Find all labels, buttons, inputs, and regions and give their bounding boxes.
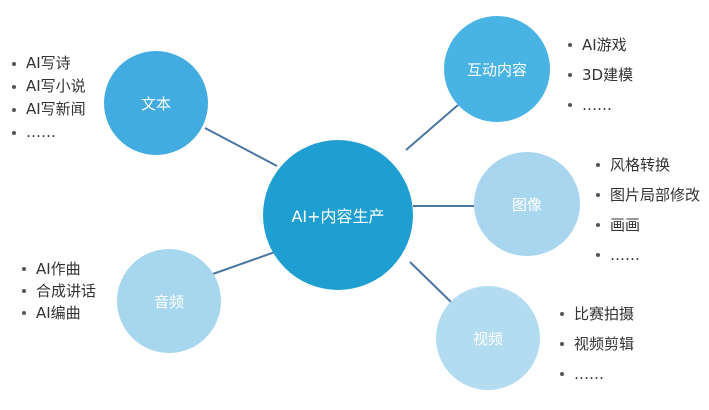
audio-node-label: 音频 [153, 292, 184, 311]
text-node-label: 文本 [140, 94, 171, 113]
list-item: AI写诗 [10, 52, 86, 75]
list-item: 风格转换 [594, 150, 700, 180]
video-node-label: 视频 [472, 329, 503, 348]
connector-video [409, 261, 453, 304]
image-node: 图像 [474, 152, 580, 256]
list-item: …… [10, 121, 86, 144]
list-item: AI写新闻 [10, 98, 86, 121]
audio-node: 音频 [117, 249, 221, 353]
connector-audio [209, 251, 276, 276]
list-item: …… [558, 359, 634, 389]
list-item: AI写小说 [10, 75, 86, 98]
center-node: AI+内容生产 [263, 140, 413, 290]
text-item-list: AI写诗 AI写小说 AI写新闻 …… [10, 52, 86, 144]
list-item: …… [566, 90, 633, 120]
image-item-list: 风格转换 图片局部修改 画画 …… [594, 150, 700, 270]
video-item-list: 比赛拍摄 视频剪辑 …… [558, 299, 634, 389]
text-node: 文本 [104, 51, 208, 155]
connector-text [204, 127, 278, 167]
interactive-node: 互动内容 [444, 16, 550, 122]
list-item: 图片局部修改 [594, 180, 700, 210]
interactive-node-label: 互动内容 [466, 60, 527, 79]
list-item: AI编曲 [20, 302, 96, 324]
list-item: AI作曲 [20, 258, 96, 280]
list-item: 合成讲话 [20, 280, 96, 302]
list-item: 视频剪辑 [558, 329, 634, 359]
list-item: 3D建模 [566, 60, 633, 90]
list-item: 画画 [594, 210, 700, 240]
interactive-item-list: AI游戏 3D建模 …… [566, 30, 633, 120]
center-label: AI+内容生产 [291, 207, 385, 226]
connector-interactive [405, 104, 459, 151]
image-node-label: 图像 [511, 195, 542, 214]
list-item: AI游戏 [566, 30, 633, 60]
list-item: 比赛拍摄 [558, 299, 634, 329]
audio-item-list: AI作曲 合成讲话 AI编曲 [20, 258, 96, 324]
video-node: 视频 [436, 286, 540, 390]
list-item: …… [594, 240, 700, 270]
